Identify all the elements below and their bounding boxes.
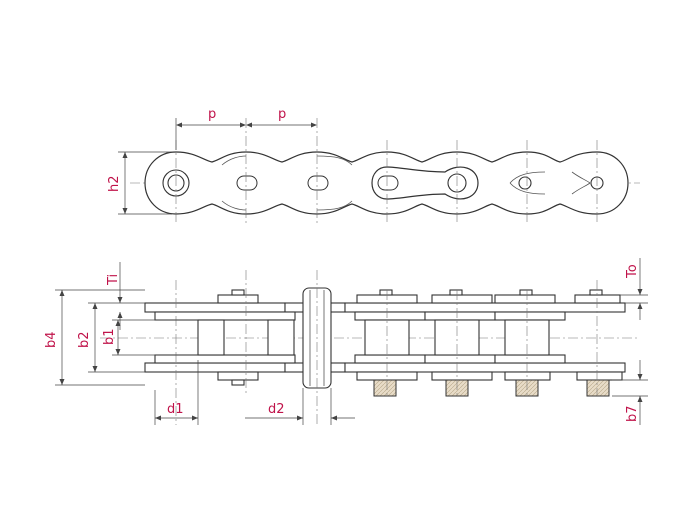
label-to: To [625,264,640,279]
pin-end-4 [586,379,610,397]
pin-end-1 [373,379,397,397]
label-d2: d2 [268,402,285,417]
side-view [118,118,640,225]
outer-plate-top-left [144,302,286,313]
clip-tongue [371,166,479,200]
label-p-1: p [208,107,216,122]
top-view [55,258,648,425]
pin-3 [307,175,329,191]
label-h2: h2 [107,175,122,192]
label-d1: d1 [167,402,184,417]
pin-4 [377,175,399,191]
label-b7: b7 [625,405,640,422]
roller-2 [267,319,295,356]
outer-plate-bottom-left [144,362,286,373]
label-b2: b2 [77,331,92,348]
label-p-2: p [278,107,286,122]
pin-2 [236,175,258,191]
label-b4: b4 [44,331,59,348]
spring-clip-1 [509,171,546,195]
roller-1 [197,319,225,356]
label-b1: b1 [102,328,117,345]
label-ti: Ti [106,274,121,286]
